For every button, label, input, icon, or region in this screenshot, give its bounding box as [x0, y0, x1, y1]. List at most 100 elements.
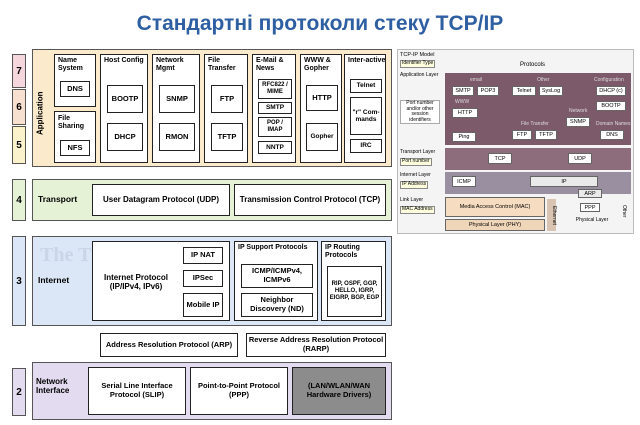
ip-routing-label: IP Routing Protocols [325, 244, 360, 259]
ppp-box: Point-to-Point Protocol (PPP) [190, 367, 288, 415]
model-link-layer-label: Link Layer [400, 197, 424, 203]
internet-protocol-group: Internet Protocol (IP/IPv4, IPv6) IP NAT… [92, 241, 230, 321]
rmon-box: RMON [159, 123, 195, 151]
irc-box: IRC [350, 139, 382, 153]
model-arp: ARP [578, 189, 602, 198]
nfs-box: NFS [60, 140, 90, 156]
ip-support-group: IP Support Protocols ICMP/ICMPv4, ICMPv6… [234, 241, 318, 321]
name-system-group: Name System DNS [54, 54, 96, 107]
ip-support-label: IP Support Protocols [238, 244, 308, 251]
dns-box: DNS [60, 81, 90, 97]
gopher-box: Gopher [306, 123, 338, 151]
network-mgmt-group: Network Mgmt SNMP RMON [152, 54, 200, 163]
model-snmp: SNMP [566, 117, 590, 127]
tcp-box: Transmission Control Protocol (TCP) [234, 184, 386, 216]
http-box: HTTP [306, 85, 338, 111]
layer-number-4: 4 [12, 179, 26, 221]
model-protocols-label: Protocols [520, 62, 546, 68]
model-syslog: SysLog [539, 86, 563, 96]
model-transport-layer-label: Transport Layer [400, 149, 436, 155]
model-dhcpc: DHCP (c) [596, 86, 626, 96]
model-http: HTTP [452, 108, 478, 118]
model-other-label: Other [537, 77, 550, 83]
model-ip-address: IP Address [400, 181, 429, 189]
www-gopher-label: WWW & Gopher [304, 57, 331, 72]
ip-nat-box: IP NAT [183, 247, 223, 264]
ftp-box: FTP [211, 85, 243, 113]
model-port-note: Port number and/or other session identif… [400, 100, 440, 124]
bootp-box: BOOTP [107, 85, 143, 113]
model-ethernet: Ethernet [547, 199, 557, 231]
network-mgmt-label: Network Mgmt [156, 57, 184, 72]
model-email-label: email [470, 77, 482, 83]
file-sharing-group: File Sharing NFS [54, 111, 96, 163]
model-icmp: ICMP [452, 176, 476, 187]
model-identifier-type: Identifier Type [400, 60, 436, 68]
model-ip: IP [530, 176, 598, 187]
model-dns: DNS [600, 130, 624, 140]
model-ppp: PPP [580, 203, 600, 212]
nntp-box: NNTP [258, 141, 292, 154]
arp-box: Address Resolution Protocol (ARP) [100, 333, 238, 357]
udp-box: User Datagram Protocol (UDP) [92, 184, 230, 216]
model-tcp: TCP [488, 153, 512, 164]
host-config-label: Host Config [104, 57, 144, 64]
model-udp: UDP [568, 153, 592, 164]
slip-box: Serial Line Interface Protocol (SLIP) [88, 367, 186, 415]
model-smtp: SMTP [452, 86, 474, 96]
model-transport-area [445, 148, 631, 170]
layer-number-6: 6 [12, 89, 26, 125]
model-domain-names-label: Domain Names [596, 121, 631, 127]
page-title: Стандартні протоколи стеку TCP/IP [136, 12, 504, 35]
layer-number-5: 5 [12, 126, 26, 164]
model-network-label: Network [569, 108, 588, 114]
model-bootp: BOOTP [596, 101, 626, 111]
file-transfer-label: File Transfer [208, 57, 236, 72]
email-news-label: E-Mail & News [256, 57, 284, 72]
layer-number-2: 2 [12, 368, 26, 416]
interactive-label: Inter-active [348, 57, 386, 64]
network-interface-label: Network Interface [36, 377, 70, 395]
name-system-label: Name System [58, 57, 83, 72]
interactive-group: Inter-active Telnet "r" Com-mands IRC [344, 54, 386, 163]
pop-imap-box: POP / IMAP [258, 117, 292, 137]
snmp-box: SNMP [159, 85, 195, 113]
icmp-box: ICMP/ICMPv4, ICMPv6 [241, 264, 313, 288]
routing-protocols-box: RIP, OSPF, GGP, HELLO, IGRP, EIGRP, BGP,… [327, 266, 382, 317]
email-news-group: E-Mail & News RFC822 / MIME SMTP POP / I… [252, 54, 296, 163]
file-sharing-label: File Sharing [58, 115, 85, 130]
hardware-drivers-box: (LAN/WLAN/WAN Hardware Drivers) [292, 367, 386, 415]
tftp-box: TFTP [211, 123, 243, 151]
mobile-ip-box: Mobile IP [183, 293, 223, 317]
model-internet-layer-label: Internet Layer [400, 172, 431, 178]
layer-number-3: 3 [12, 236, 26, 326]
ipsec-box: IPSec [183, 270, 223, 287]
model-ftp: FTP [512, 130, 532, 140]
host-config-group: Host Config BOOTP DHCP [100, 54, 148, 163]
model-mac: Media Access Control (MAC) [445, 197, 545, 217]
www-gopher-group: WWW & Gopher HTTP Gopher [300, 54, 342, 163]
model-ping: Ping [452, 132, 476, 142]
model-physical-layer: Physical Layer [575, 217, 609, 223]
application-layer-label: Application [35, 91, 45, 135]
model-tftp: TFTP [535, 130, 557, 140]
file-transfer-group: File Transfer FTP TFTP [204, 54, 248, 163]
neighbor-discovery-box: Neighbor Discovery (ND) [241, 293, 313, 317]
model-title: TCP-IP Model [400, 52, 435, 58]
ip-box: Internet Protocol (IP/IPv4, IPv6) [97, 264, 175, 300]
model-configuration-label: Configuration [594, 77, 624, 83]
model-pop3: POP3 [477, 86, 499, 96]
r-commands-box: "r" Com-mands [350, 97, 382, 135]
model-app-layer-label: Application Layer [400, 72, 439, 78]
model-other-side: Other [621, 205, 627, 218]
rfc822-mime-box: RFC822 / MIME [258, 79, 292, 99]
model-phy: Physical Layer (PHY) [445, 219, 545, 231]
model-telnet: Telnet [512, 86, 536, 96]
layer-number-7: 7 [12, 54, 26, 88]
model-port-number: Port number [400, 158, 432, 166]
model-file-transfer-label: File Transfer [521, 121, 549, 127]
internet-layer-label: Internet [38, 275, 70, 285]
ip-routing-group: IP Routing Protocols RIP, OSPF, GGP, HEL… [321, 241, 386, 321]
dhcp-box: DHCP [107, 123, 143, 151]
smtp-box: SMTP [258, 102, 292, 114]
